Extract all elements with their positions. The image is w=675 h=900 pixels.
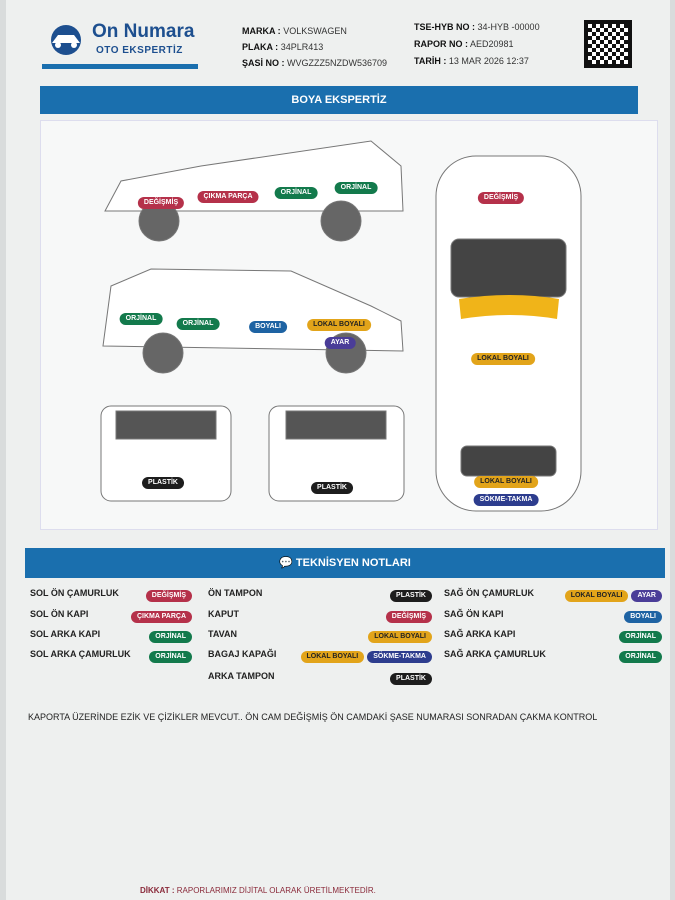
status-badge: DEĞİŞMİŞ (145, 590, 192, 602)
part-status-badge: ORJİNAL (176, 318, 220, 330)
part-status-badge: BOYALI (249, 321, 287, 333)
part-status-badge: PLASTİK (142, 477, 184, 489)
chat-icon: 💬 (279, 557, 296, 569)
part-status-badge: SÖKME-TAKMA (473, 494, 539, 506)
part-status-badge: LOKAL BOYALI (471, 353, 535, 365)
status-badge: ORJİNAL (149, 651, 192, 663)
notes-section-title: 💬 TEKNİSYEN NOTLARI (25, 548, 665, 578)
car-logo-icon (51, 25, 81, 55)
status-badge: SÖKME-TAKMA (367, 651, 432, 663)
status-badge: ORJİNAL (619, 651, 662, 663)
meta-field: RAPOR NO : AED20981 (414, 39, 514, 49)
part-status-badge: DEĞİŞMİŞ (477, 192, 525, 204)
car-diagram-panel: DEĞİŞMİŞ ÇIKMA PARÇA ORJİNAL ORJİNAL ORJİNAL… (40, 120, 658, 530)
status-badge: LOKAL BOYALI (368, 631, 432, 643)
part-status-badge: ÇIKMA PARÇA (197, 191, 259, 203)
remark-text: KAPORTA ÜZERİNDE EZİK VE ÇİZİKLER MEVCUT… (28, 712, 598, 722)
paint-section-title: BOYA EKSPERTİZ (40, 86, 638, 114)
report-paper: On Numara OTO EKSPERTİZ MARKA : VOLKSWAG… (6, 0, 670, 900)
part-status-badge: ORJİNAL (334, 182, 378, 194)
part-status-badge: ORJİNAL (119, 313, 163, 325)
status-badge: ÇIKMA PARÇA (131, 611, 192, 623)
part-status-badge: AYAR (324, 337, 356, 349)
status-badge: LOKAL BOYALI (300, 651, 365, 663)
status-badge: AYAR (631, 590, 662, 602)
status-badge: ORJİNAL (149, 631, 192, 643)
car-side-left (104, 140, 404, 242)
status-badge: ORJİNAL (619, 631, 662, 643)
brand-name: On Numara (92, 21, 195, 42)
status-badge: PLASTİK (390, 590, 432, 602)
status-badge: DEĞİŞMİŞ (385, 611, 432, 623)
part-status-badge: LOKAL BOYALI (307, 319, 371, 331)
meta-field: TSE-HYB NO : 34-HYB -00000 (414, 22, 540, 32)
qr-code (584, 20, 632, 68)
part-status-badge: LOKAL BOYALI (474, 476, 538, 488)
part-status-badge: ORJİNAL (274, 187, 318, 199)
part-status-badge: PLASTİK (311, 482, 353, 494)
logo-underline (42, 64, 198, 69)
brand-sub: OTO EKSPERTİZ (96, 45, 183, 56)
car-front (100, 405, 232, 502)
meta-field: MARKA : VOLKSWAGEN (242, 26, 347, 36)
part-status-badge: DEĞİŞMİŞ (137, 197, 185, 209)
car-top (435, 155, 582, 512)
logo: On Numara OTO EKSPERTİZ (42, 21, 204, 72)
status-badge: LOKAL BOYALI (564, 590, 629, 602)
car-rear (268, 405, 405, 502)
car-diagrams (100, 140, 582, 512)
meta-field: ŞASİ NO : WVGZZZ5NZDW536709 (242, 58, 388, 68)
meta-field: PLAKA : 34PLR413 (242, 42, 324, 52)
status-badge: BOYALI (624, 611, 662, 623)
footer-note: DİKKAT : RAPORLARIMIZ DİJİTAL OLARAK ÜRE… (140, 886, 376, 895)
meta-field: TARİH : 13 MAR 2026 12:37 (414, 56, 529, 66)
status-badge: PLASTİK (390, 673, 432, 685)
